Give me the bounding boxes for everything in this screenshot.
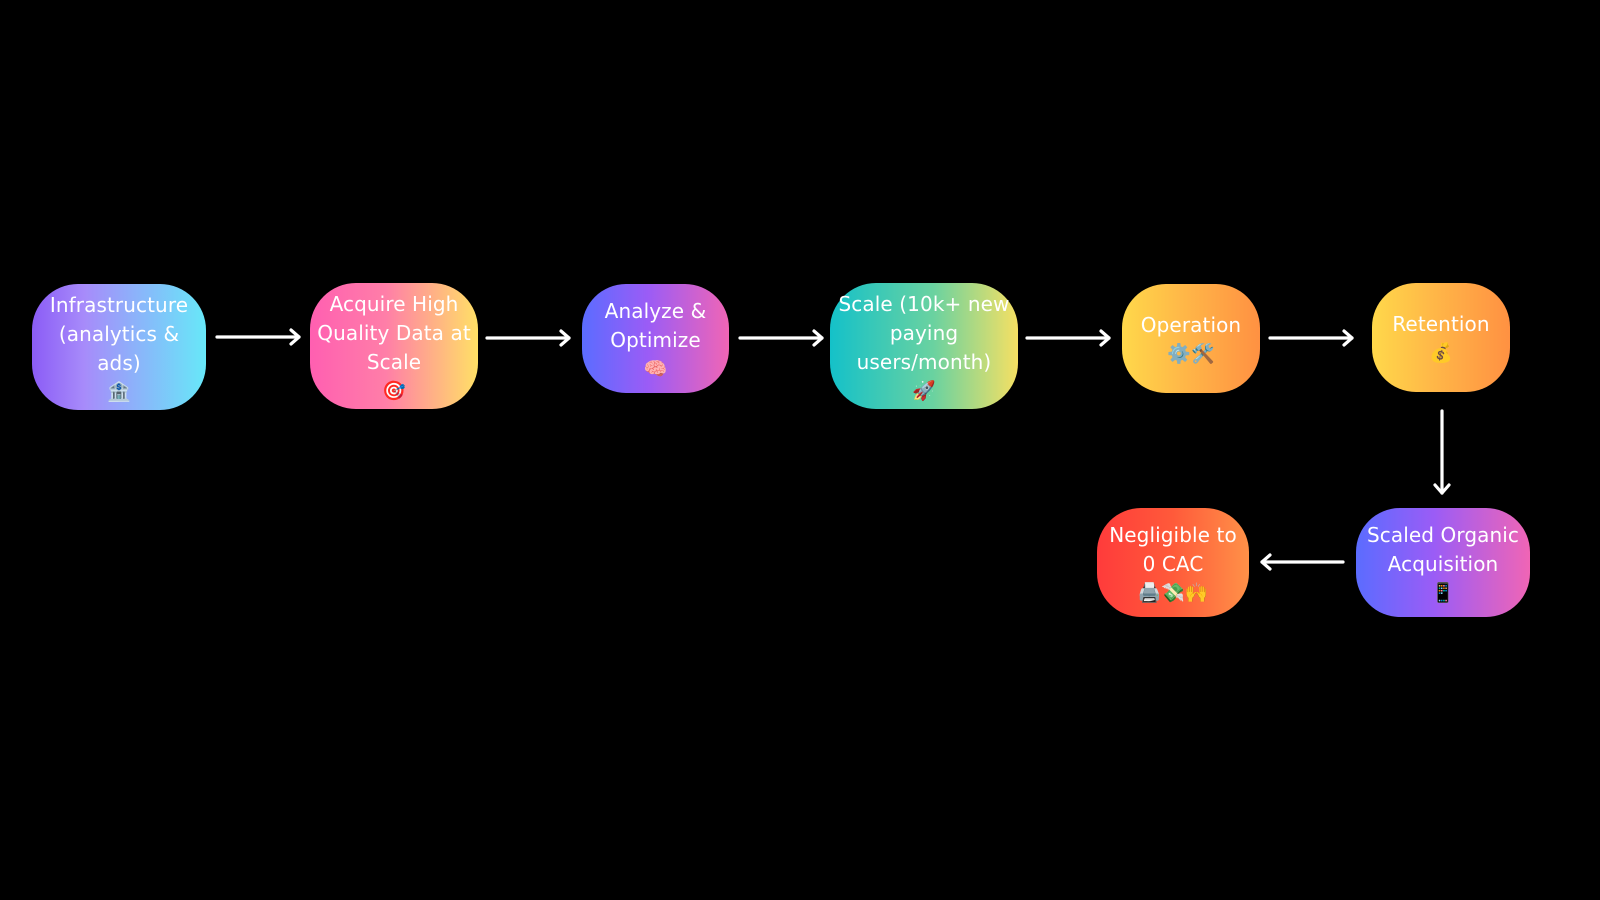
node-operation: Operation ⚙️🛠️ [1122, 284, 1260, 393]
node-cac-label: Negligible to 0 CAC [1109, 522, 1237, 576]
node-infrastructure-label: Infrastructure (analytics & ads) [49, 292, 189, 375]
node-organic-label: Scaled Organic Acquisition [1366, 522, 1520, 576]
gear-tools-icon: ⚙️🛠️ [1167, 343, 1215, 365]
node-operation-label: Operation [1140, 313, 1242, 337]
node-infrastructure: Infrastructure (analytics & ads) 🏦 [32, 284, 206, 410]
target-icon: 🎯 [382, 379, 406, 402]
node-scale: Scale (10k+ new paying users/month) 🚀 [830, 283, 1018, 409]
brain-icon: 🧠 [643, 357, 668, 380]
arrow-operation-to-retention [1268, 329, 1354, 347]
node-acquire-label: Acquire High Quality Data at Scale [317, 291, 471, 374]
node-analyze-label: Analyze & Optimize [604, 298, 707, 352]
arrow-infrastructure-to-acquire [215, 328, 301, 346]
node-scale-label: Scale (10k+ new paying users/month) [838, 291, 1010, 374]
node-organic: Scaled Organic Acquisition 📱 [1356, 508, 1530, 617]
printer-money-hands-icon: 🖨️💸🙌 [1137, 581, 1209, 604]
bank-icon: 🏦 [107, 380, 131, 403]
money-bag-icon: 💰 [1429, 342, 1453, 364]
arrow-analyze-to-scale [738, 329, 824, 347]
node-cac: Negligible to 0 CAC 🖨️💸🙌 [1097, 508, 1249, 617]
arrow-acquire-to-analyze [485, 329, 571, 347]
node-retention: Retention 💰 [1372, 283, 1510, 392]
phone-icon: 📱 [1431, 581, 1455, 604]
node-acquire: Acquire High Quality Data at Scale 🎯 [310, 283, 478, 409]
node-retention-label: Retention [1392, 312, 1490, 336]
arrow-organic-to-cac [1260, 553, 1345, 571]
arrow-retention-to-organic [1433, 409, 1451, 495]
node-analyze: Analyze & Optimize 🧠 [582, 284, 729, 393]
arrow-scale-to-operation [1025, 329, 1111, 347]
rocket-icon: 🚀 [912, 379, 936, 402]
